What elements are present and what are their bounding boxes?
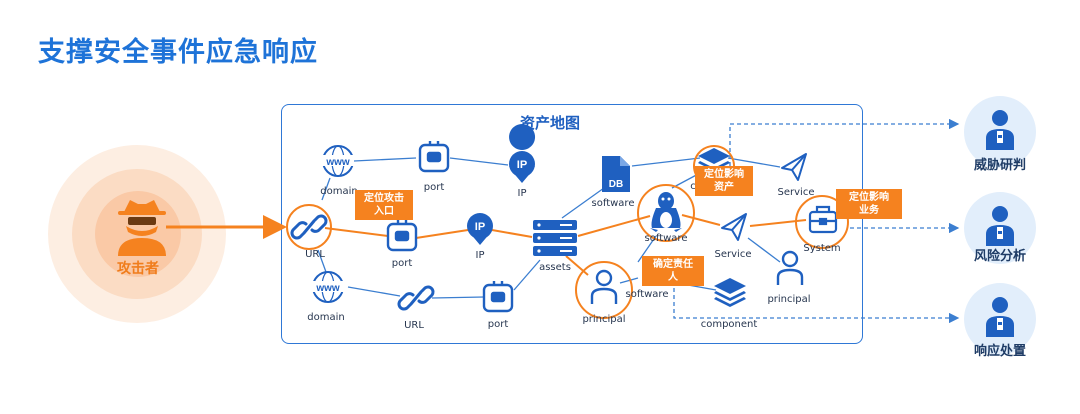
link-url1-domain1 <box>321 177 331 201</box>
link-domain2-url2 <box>347 286 401 297</box>
node-label-port: port <box>423 182 445 193</box>
team-label-risk: 风险分析 <box>973 249 1027 264</box>
link-url-port <box>324 227 389 237</box>
node-label-software: software <box>625 289 669 300</box>
node-label-ip: IP <box>517 188 527 199</box>
analyst-icon <box>986 110 1014 150</box>
svg-text:www: www <box>325 157 350 168</box>
node-label-service: Service <box>714 249 752 260</box>
node-label-principal: principal <box>767 294 811 305</box>
user-icon <box>776 250 804 285</box>
ip-pin-icon <box>509 124 536 183</box>
link-sw3-linux <box>637 235 657 263</box>
port-icon <box>386 220 418 252</box>
dash-to-response <box>673 288 960 324</box>
node-label-system: System <box>803 243 841 254</box>
link-ip-assets <box>491 229 533 238</box>
node-label-port: port <box>391 258 413 269</box>
node-label-domain: domain <box>320 186 358 197</box>
port-icon <box>482 281 514 313</box>
node-label-c: c <box>690 181 696 192</box>
node-label-url: URL <box>404 320 424 331</box>
link-url1-domain2 <box>317 249 327 273</box>
svg-text:www: www <box>315 283 340 294</box>
node-label-principal: principal <box>582 314 626 325</box>
node-label-software: software <box>591 198 635 209</box>
link-assets-principal <box>565 255 589 276</box>
ip-pin-icon <box>467 213 493 245</box>
send-icon <box>781 153 807 181</box>
page-title: 支撑安全事件应急响应 <box>38 37 318 68</box>
link-layers-service1 <box>727 157 781 168</box>
link-port1-ip1 <box>449 157 509 166</box>
globe-icon: www <box>312 271 344 303</box>
ip-badge: IP <box>475 221 485 233</box>
link-icon <box>397 285 435 311</box>
team-label-response: 响应处置 <box>973 344 1027 359</box>
node-label-ip: IP <box>475 250 485 261</box>
node-label-url: URL <box>305 249 325 260</box>
node-label-component: component <box>700 319 758 330</box>
link-principal1-sw3 <box>619 277 639 284</box>
callout-locate-business: 定位影响 业务 <box>836 189 902 219</box>
globe-icon: www <box>322 145 354 177</box>
briefcase-icon <box>808 205 838 234</box>
link-port3-assets <box>513 259 541 291</box>
ip-badge: IP <box>517 159 527 171</box>
link-icon <box>290 214 328 240</box>
callout-locate-owner: 确定责任 人 <box>642 256 704 286</box>
db-badge: DB <box>609 179 623 190</box>
node-label-assets: assets <box>539 262 571 273</box>
analyst-icon <box>986 297 1014 337</box>
link-assets-db <box>561 187 605 219</box>
server-stack-icon <box>533 220 577 256</box>
link-url2-port3 <box>431 296 485 299</box>
node-label-domain: domain <box>307 312 345 323</box>
port-icon <box>418 141 450 173</box>
attacker-label: 攻击者 <box>117 261 159 277</box>
analyst-icon <box>986 206 1014 246</box>
link-port-ip <box>415 229 469 239</box>
callout-locate-entry: 定位攻击 入口 <box>355 190 413 220</box>
callout-locate-asset: 定位影响 资产 <box>695 166 753 196</box>
link-domain1-port1 <box>353 157 417 162</box>
highlight-ring-system <box>795 195 849 249</box>
highlight-ring-url <box>286 204 332 250</box>
asset-map-title: 资产地图 <box>520 114 581 132</box>
node-label-software: software <box>644 233 688 244</box>
team-label-threat: 威胁研判 <box>973 158 1027 173</box>
database-file-icon <box>602 156 630 192</box>
node-label-service: Service <box>777 187 815 198</box>
highlight-ring-linux <box>637 184 695 242</box>
send-icon <box>721 213 747 241</box>
highlight-ring-principal <box>575 261 633 319</box>
dash-to-threat <box>729 118 960 166</box>
link-service-principal2 <box>747 237 781 263</box>
node-label-port: port <box>487 319 509 330</box>
hacker-icon <box>118 200 166 256</box>
linux-penguin-icon <box>650 192 682 232</box>
layers-icon <box>714 278 746 307</box>
link-db-layers <box>631 157 701 167</box>
user-icon <box>590 269 618 304</box>
link-linux-service <box>681 214 721 226</box>
